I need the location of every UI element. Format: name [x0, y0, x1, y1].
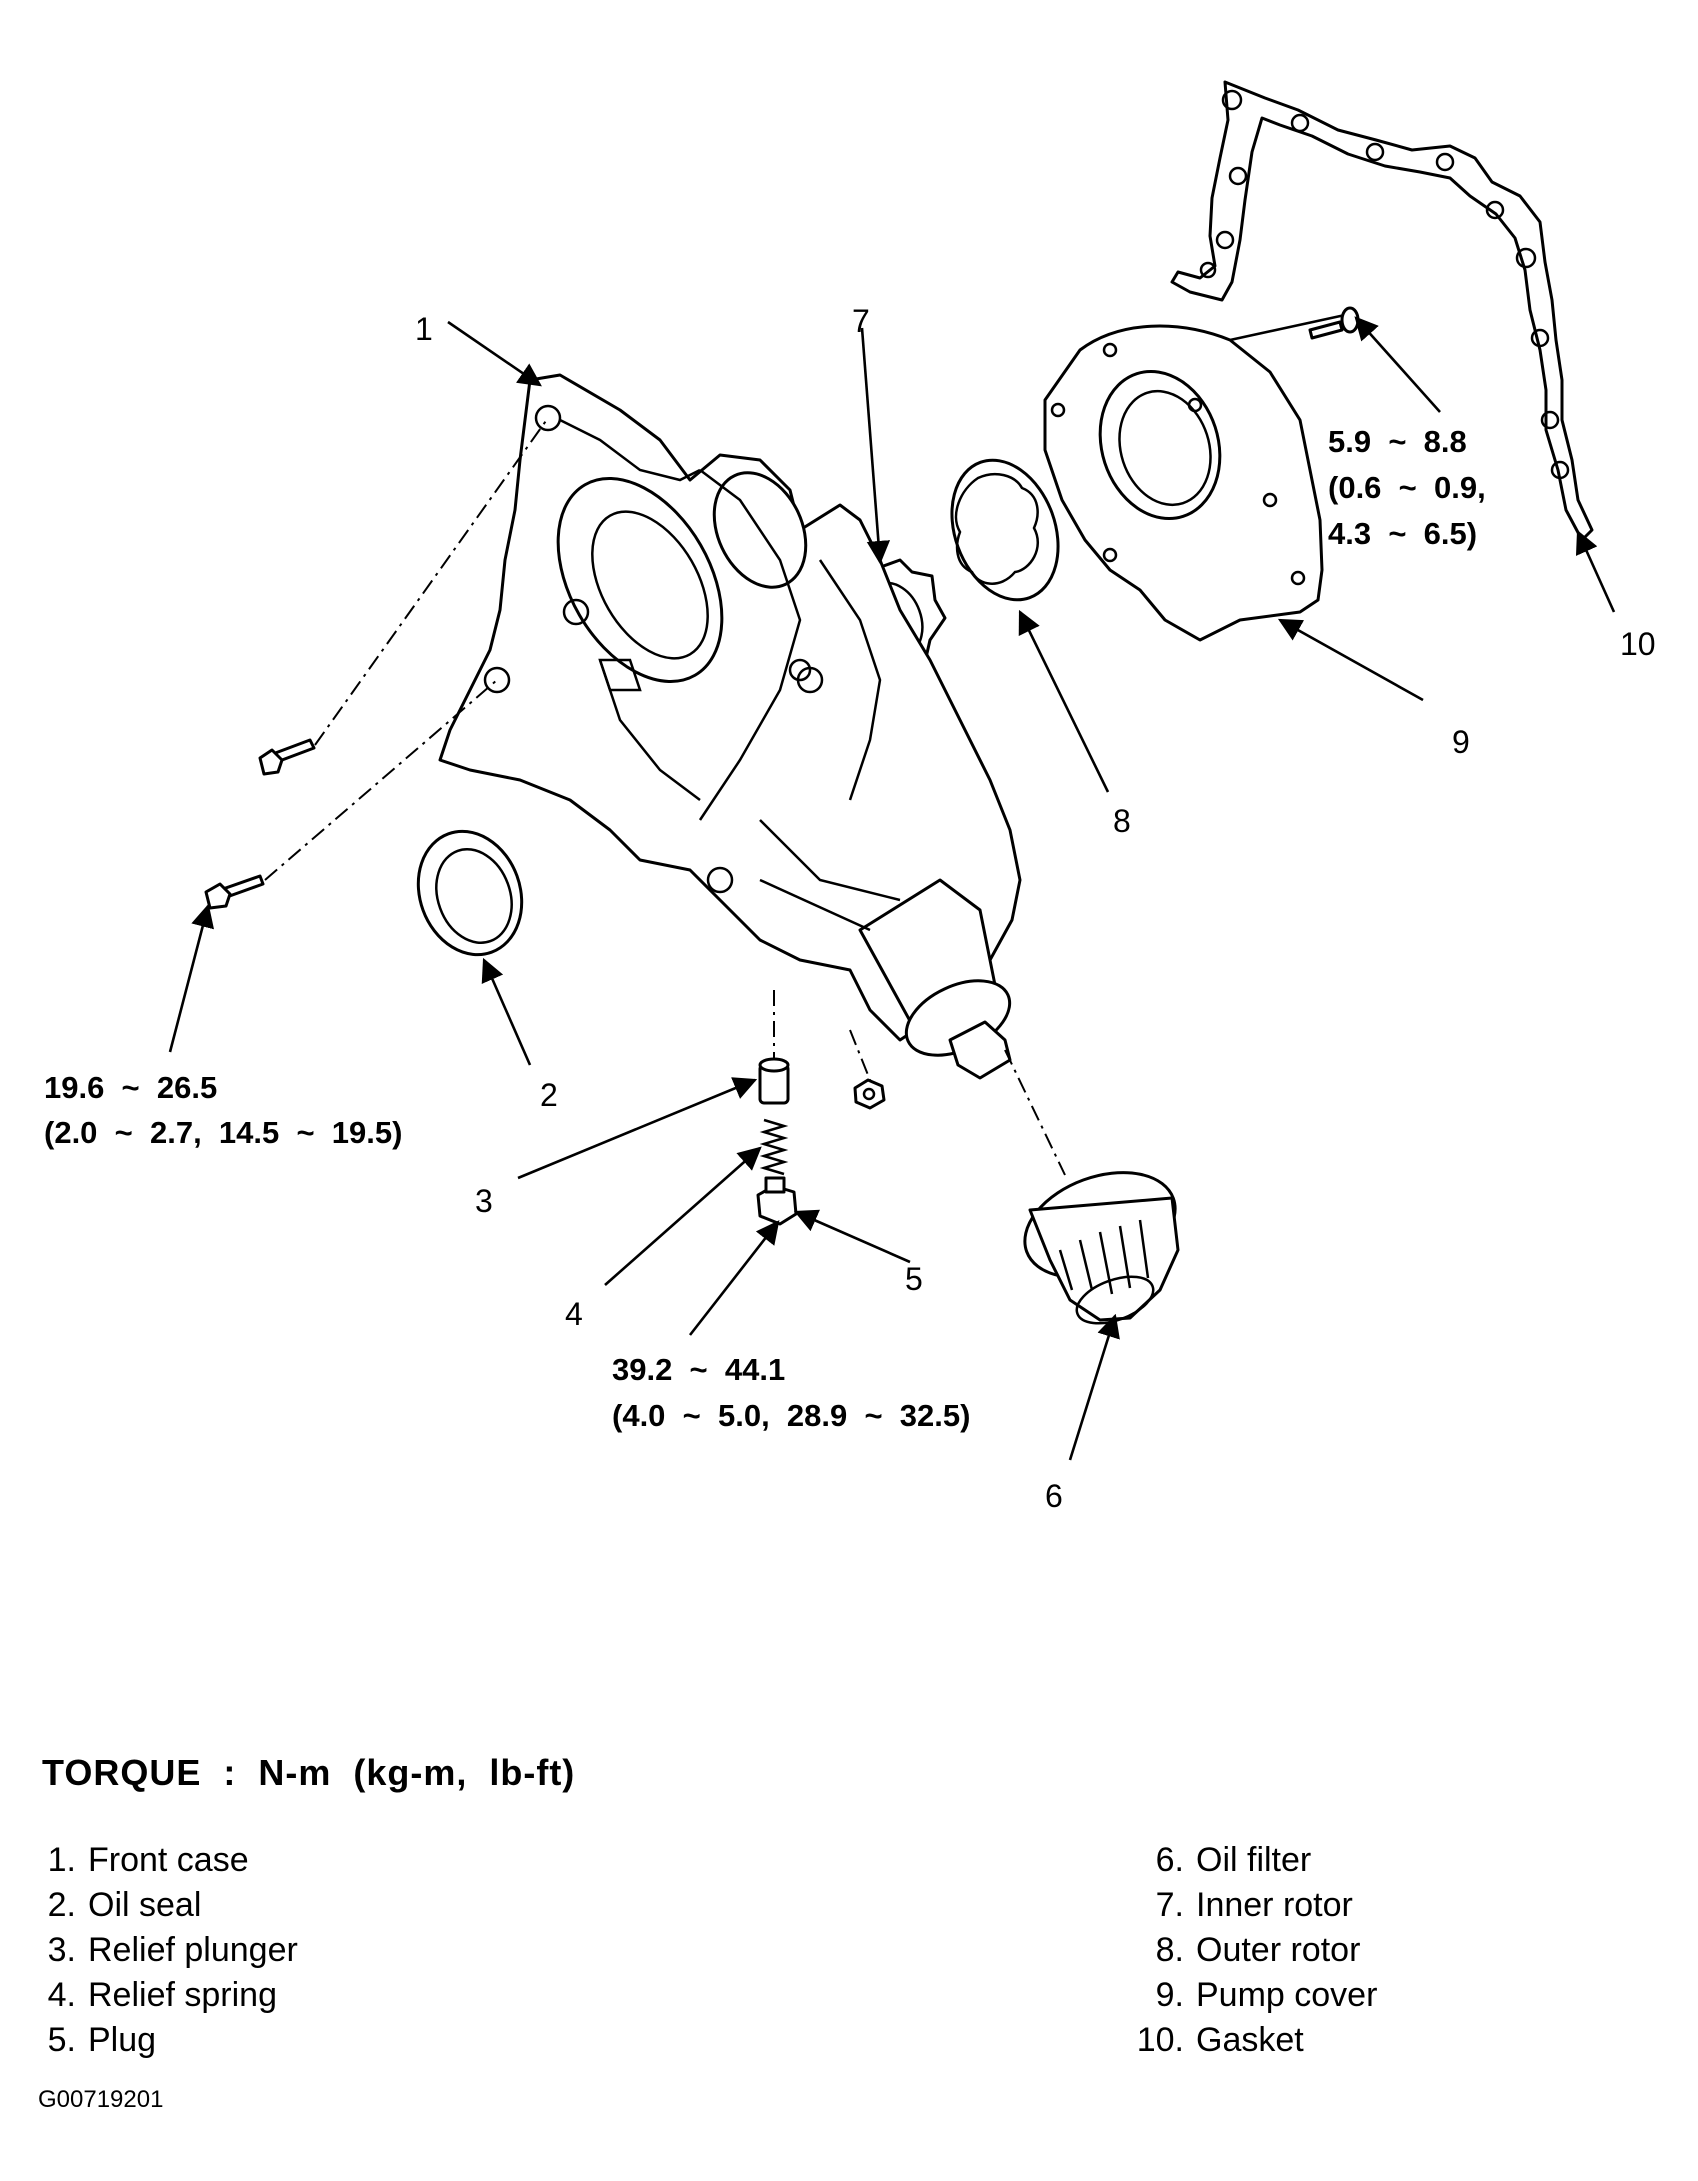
- callout-1: 1: [415, 311, 433, 347]
- callout-7: 7: [852, 303, 870, 339]
- leader-9: [1277, 618, 1424, 702]
- callout-10: 10: [1620, 626, 1656, 662]
- torque-spec-plug: 39.2 ~ 44.1 (4.0 ~ 5.0, 28.9 ~ 32.5): [612, 1352, 970, 1433]
- leader-torque-screw: [1354, 316, 1441, 413]
- legend-item: 3. Relief plunger: [38, 1928, 298, 1973]
- leader-1: [447, 320, 542, 387]
- legend-label: Relief plunger: [88, 1931, 298, 1969]
- legend-number: 9.: [1155, 1976, 1184, 2014]
- legend-item: 7. Inner rotor: [1110, 1883, 1377, 1928]
- front-case-part: [438, 373, 1022, 1080]
- legend-label: Pump cover: [1196, 1976, 1378, 2014]
- torque-line: 5.9 ~ 8.8: [1328, 424, 1467, 459]
- legend-number: 1.: [47, 1841, 76, 1879]
- gasket-part: [1170, 80, 1594, 542]
- leader-torque-plug: [688, 1220, 780, 1336]
- leader-6: [1068, 1313, 1120, 1461]
- legend-item: 5. Plug: [38, 2018, 298, 2063]
- legend-item: 10. Gasket: [1110, 2018, 1377, 2063]
- parts-legend-left: 1. Front case 2. Oil seal 3. Relief plunger…: [38, 1838, 298, 2063]
- legend-label: Outer rotor: [1196, 1931, 1361, 1969]
- callout-9: 9: [1452, 724, 1470, 760]
- front-case-bolt-lower: [204, 874, 265, 910]
- callout-6: 6: [1045, 1478, 1063, 1514]
- legend-number: 4.: [47, 1976, 76, 2014]
- pump-cover-screw: [1229, 306, 1360, 342]
- pump-cover-part: [1043, 324, 1324, 642]
- outer-rotor-part: [950, 458, 1060, 602]
- legend-number: 6.: [1155, 1841, 1184, 1879]
- torque-spec-pump-cover-screw: 5.9 ~ 8.8 (0.6 ~ 0.9, 4.3 ~ 6.5): [1328, 424, 1486, 551]
- leader-4: [604, 1146, 762, 1286]
- legend-label: Oil seal: [88, 1886, 202, 1924]
- torque-line: (2.0 ~ 2.7, 14.5 ~ 19.5): [44, 1115, 402, 1150]
- legend-number: 2.: [47, 1886, 76, 1924]
- leader-2: [481, 957, 532, 1066]
- small-nut: [853, 1078, 886, 1110]
- leader-5: [793, 1209, 911, 1264]
- legend-label: Inner rotor: [1196, 1886, 1353, 1924]
- callout-3: 3: [475, 1183, 493, 1219]
- torque-units-heading: TORQUE : N-m (kg-m, lb-ft): [42, 1752, 576, 1793]
- leader-7: [860, 327, 891, 565]
- legend-label: Gasket: [1196, 2021, 1304, 2059]
- relief-plunger-part: [758, 1057, 790, 1105]
- callout-8: 8: [1113, 803, 1131, 839]
- legend-item: 2. Oil seal: [38, 1883, 298, 1928]
- oil-seal-part: [416, 829, 524, 957]
- torque-line: (0.6 ~ 0.9,: [1328, 470, 1486, 505]
- torque-line: 19.6 ~ 26.5: [44, 1070, 217, 1105]
- legend-number: 10.: [1136, 2021, 1184, 2059]
- parts-legend-right: 6. Oil filter 7. Inner rotor 8. Outer rotor…: [1110, 1838, 1378, 2063]
- torque-spec-front-case-bolt: 19.6 ~ 26.5 (2.0 ~ 2.7, 14.5 ~ 19.5): [44, 1070, 402, 1150]
- legend-item: 1. Front case: [38, 1838, 298, 1883]
- legend-item: 4. Relief spring: [38, 1973, 298, 2018]
- plug-part: [756, 1176, 798, 1226]
- legend-number: 5.: [47, 2021, 76, 2059]
- oil-filter-part: [1023, 1171, 1180, 1325]
- callout-2: 2: [540, 1077, 558, 1113]
- relief-spring-part: [759, 1118, 789, 1176]
- front-case-bolt-upper: [258, 738, 316, 776]
- legend-label: Front case: [88, 1841, 249, 1879]
- legend-label: Plug: [88, 2021, 157, 2059]
- leader-3: [517, 1077, 758, 1180]
- callout-4: 4: [565, 1296, 583, 1332]
- figure-code: G00719201: [38, 2086, 164, 2113]
- legend-item: 9. Pump cover: [1110, 1973, 1378, 2018]
- callout-5: 5: [905, 1261, 923, 1297]
- legend-label: Oil filter: [1196, 1841, 1312, 1879]
- torque-line: 39.2 ~ 44.1: [612, 1352, 785, 1387]
- legend-label: Relief spring: [88, 1976, 277, 2014]
- legend-item: 8. Outer rotor: [1110, 1928, 1377, 1973]
- legend-number: 3.: [47, 1931, 76, 1969]
- torque-line: 4.3 ~ 6.5): [1328, 516, 1477, 551]
- leader-torque-bolt: [168, 903, 215, 1053]
- legend-item: 6. Oil filter: [1110, 1838, 1377, 1883]
- legend-number: 7.: [1155, 1886, 1184, 1924]
- exploded-parts-diagram: 1 2 3 4 5 6 7 8 9 10 19.6 ~ 26.5 (2.0 ~ …: [44, 80, 1656, 1514]
- legend-number: 8.: [1155, 1931, 1184, 1969]
- leader-8: [1018, 609, 1110, 793]
- torque-line: (4.0 ~ 5.0, 28.9 ~ 32.5): [612, 1398, 970, 1433]
- leader-10: [1575, 529, 1616, 613]
